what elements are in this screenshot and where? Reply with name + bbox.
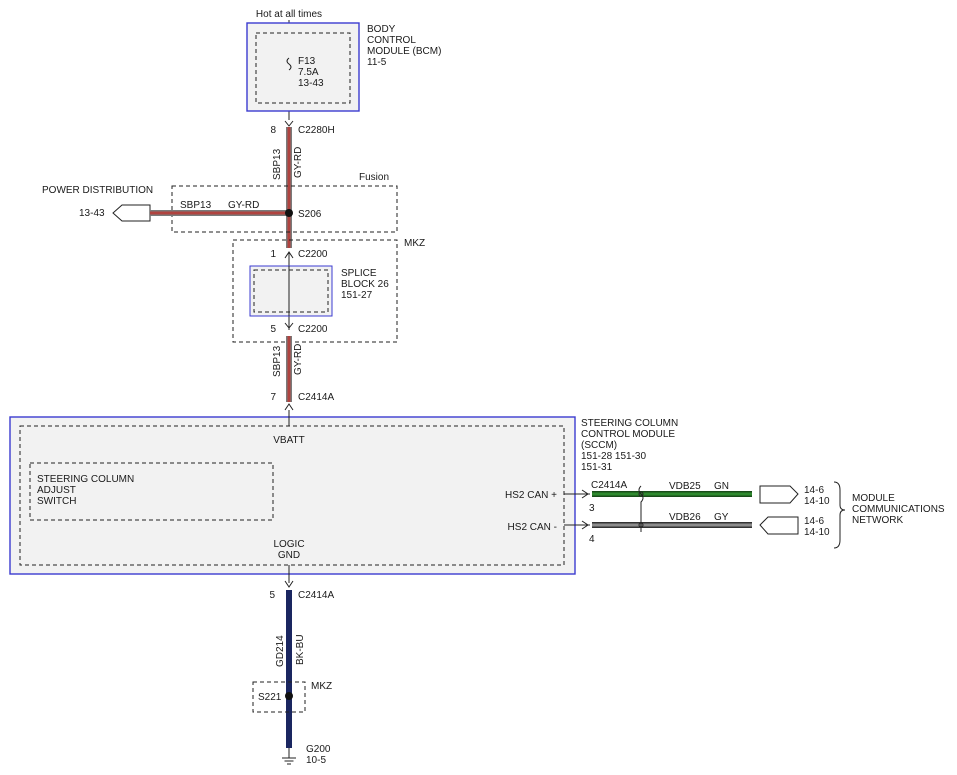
adjust-switch-line-3: SWITCH [37, 496, 76, 507]
vdb25-ref-1: 14-6 [804, 485, 824, 496]
wire1-circuit: SBP13 [272, 148, 283, 180]
vbatt-label: VBATT [273, 435, 304, 446]
s221-label: S221 [258, 692, 282, 703]
fuse-id: F13 [298, 56, 316, 67]
steering-column-adjust-switch-box[interactable] [29, 462, 274, 521]
fuse-icon [286, 57, 292, 71]
network-bracket-icon [833, 481, 846, 549]
fusion-region [171, 185, 398, 233]
sccm-name-line-2: CONTROL MODULE [581, 429, 675, 440]
splice-block-line-1: SPLICE [341, 268, 377, 279]
sccm-name-line-1: STEERING COLUMN [581, 418, 678, 429]
bcm-name-line-3: MODULE (BCM) [367, 46, 441, 57]
splice-s221-dot [285, 692, 293, 700]
vdb26-color: GY [714, 512, 729, 523]
g200-name: G200 [306, 744, 331, 755]
splice-block-line-3: 151-27 [341, 290, 373, 301]
vdb25-color: GN [714, 481, 729, 492]
c2414a-bottom-pin: 5 [269, 590, 275, 601]
wire2-color: GY-RD [293, 344, 304, 375]
hs2-can-minus-label: HS2 CAN - [508, 522, 557, 533]
mkz-label-middle: MKZ [404, 238, 425, 249]
vdb26-ref-2: 14-10 [804, 527, 830, 538]
fuse-ref: 13-43 [298, 78, 324, 89]
power-distribution-circuit: SBP13 [180, 200, 212, 211]
power-distribution-label: POWER DISTRIBUTION [42, 185, 153, 196]
gnd-label: GND [278, 550, 300, 561]
power-distribution-connector-icon[interactable] [112, 204, 151, 222]
g200-ref: 10-5 [306, 755, 326, 766]
wire2-circuit: SBP13 [272, 345, 283, 377]
c2414a-bottom-name: C2414A [298, 590, 334, 601]
connector-can-minus-icon [581, 520, 589, 530]
sccm-module-box[interactable] [9, 416, 576, 575]
gd214-circuit: GD214 [275, 635, 286, 667]
vdb25-ref-2: 14-10 [804, 496, 830, 507]
power-distribution-ref: 13-43 [79, 208, 105, 219]
twisted-pair-icon [638, 485, 644, 532]
ground-symbol-icon [282, 748, 296, 765]
s221-region [252, 681, 306, 713]
splice-block-line-2: BLOCK 26 [341, 279, 389, 290]
wire1-color: GY-RD [293, 147, 304, 178]
hot-at-all-times-label: Hot at all times [256, 9, 322, 20]
bcm-module-box[interactable] [246, 22, 360, 112]
s206-label: S206 [298, 209, 322, 220]
vdb25-connector-icon[interactable] [759, 485, 799, 504]
bcm-name-line-2: CONTROL [367, 35, 416, 46]
network-label-line-2: COMMUNICATIONS [852, 504, 945, 515]
can-connector-name: C2414A [591, 480, 627, 491]
twist-mark-minus [638, 522, 644, 528]
connector-c2414a-top-icon [284, 403, 294, 411]
fusion-label: Fusion [359, 172, 389, 183]
network-label-line-3: NETWORK [852, 515, 903, 526]
c2414a-top-pin: 7 [270, 392, 276, 403]
c2200-bottom-name: C2200 [298, 324, 328, 335]
vdb26-ref-1: 14-6 [804, 516, 824, 527]
twist-mark-plus [638, 491, 644, 497]
c2200-top-pin: 1 [270, 249, 276, 260]
gd214-color: BK-BU [295, 634, 306, 665]
adjust-switch-line-2: ADJUST [37, 485, 76, 496]
sccm-inner-box [19, 425, 565, 566]
hs2-can-plus-label: HS2 CAN + [505, 490, 557, 501]
sccm-name-line-3: (SCCM) [581, 440, 617, 451]
c2414a-top-name: C2414A [298, 392, 334, 403]
bcm-ref: 11-5 [367, 57, 387, 68]
c2280h-pin: 8 [270, 125, 276, 136]
connector-c2414a-bottom-icon [284, 580, 294, 588]
c2200-top-name: C2200 [298, 249, 328, 260]
adjust-switch-line-1: STEERING COLUMN [37, 474, 134, 485]
splice-block-26-box[interactable] [249, 265, 333, 317]
sccm-ref-line-1: 151-28 151-30 [581, 451, 646, 462]
power-distribution-color: GY-RD [228, 200, 259, 211]
vdb26-connector-icon[interactable] [759, 516, 799, 535]
bcm-fuse-box [255, 32, 351, 104]
can-minus-pin: 4 [589, 534, 595, 545]
s221-mkz-label: MKZ [311, 681, 332, 692]
splice-block-inner [253, 269, 329, 313]
connector-can-plus-icon [581, 489, 589, 499]
c2280h-name: C2280H [298, 125, 335, 136]
c2200-bottom-pin: 5 [270, 324, 276, 335]
vdb25-circuit: VDB25 [669, 481, 701, 492]
splice-s206-dot [285, 209, 293, 217]
sccm-ref-line-2: 151-31 [581, 462, 613, 473]
bcm-name-line-1: BODY [367, 24, 396, 35]
fuse-rating: 7.5A [298, 67, 319, 78]
network-label-line-1: MODULE [852, 493, 895, 504]
logic-label: LOGIC [273, 539, 304, 550]
connector-c2280h-icon [284, 120, 294, 127]
vdb26-circuit: VDB26 [669, 512, 701, 523]
can-plus-pin: 3 [589, 503, 595, 514]
connector-c2200-bottom-icon [284, 322, 294, 329]
